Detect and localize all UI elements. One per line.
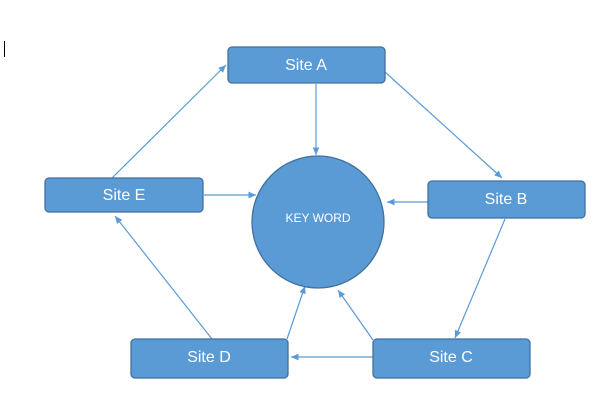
edges-layer — [111, 64, 506, 361]
site-b-box — [427, 180, 586, 219]
site-a-box — [227, 46, 386, 84]
arrow-site-a-to-site-b — [384, 71, 503, 179]
site-e-box — [44, 177, 204, 213]
text-cursor — [4, 41, 5, 57]
site-d-node[interactable]: Site D — [130, 338, 289, 379]
site-c-node[interactable]: Site C — [372, 338, 531, 379]
site-d-label: Site D — [187, 349, 231, 366]
site-b-label: Site B — [485, 191, 528, 208]
site-c-label: Site C — [429, 349, 473, 366]
site-e-node[interactable]: Site E — [44, 177, 204, 213]
arrow-site-d-to-site-e — [114, 215, 213, 340]
arrow-site-c-to-key-word — [337, 289, 374, 341]
site-c-box — [372, 338, 531, 379]
key-word-label: KEY WORD — [285, 211, 350, 225]
key-word-circle — [251, 155, 385, 289]
site-d-box — [130, 338, 289, 379]
key-word-node[interactable]: KEY WORD — [251, 155, 385, 289]
site-a-label: Site A — [285, 57, 327, 74]
arrow-site-b-to-site-c — [454, 218, 506, 339]
site-b-node[interactable]: Site B — [427, 180, 586, 219]
arrow-site-d-to-key-word — [286, 285, 306, 340]
site-a-node[interactable]: Site A — [227, 46, 386, 84]
arrow-site-e-to-site-a — [111, 64, 227, 179]
site-e-label: Site E — [103, 187, 146, 204]
